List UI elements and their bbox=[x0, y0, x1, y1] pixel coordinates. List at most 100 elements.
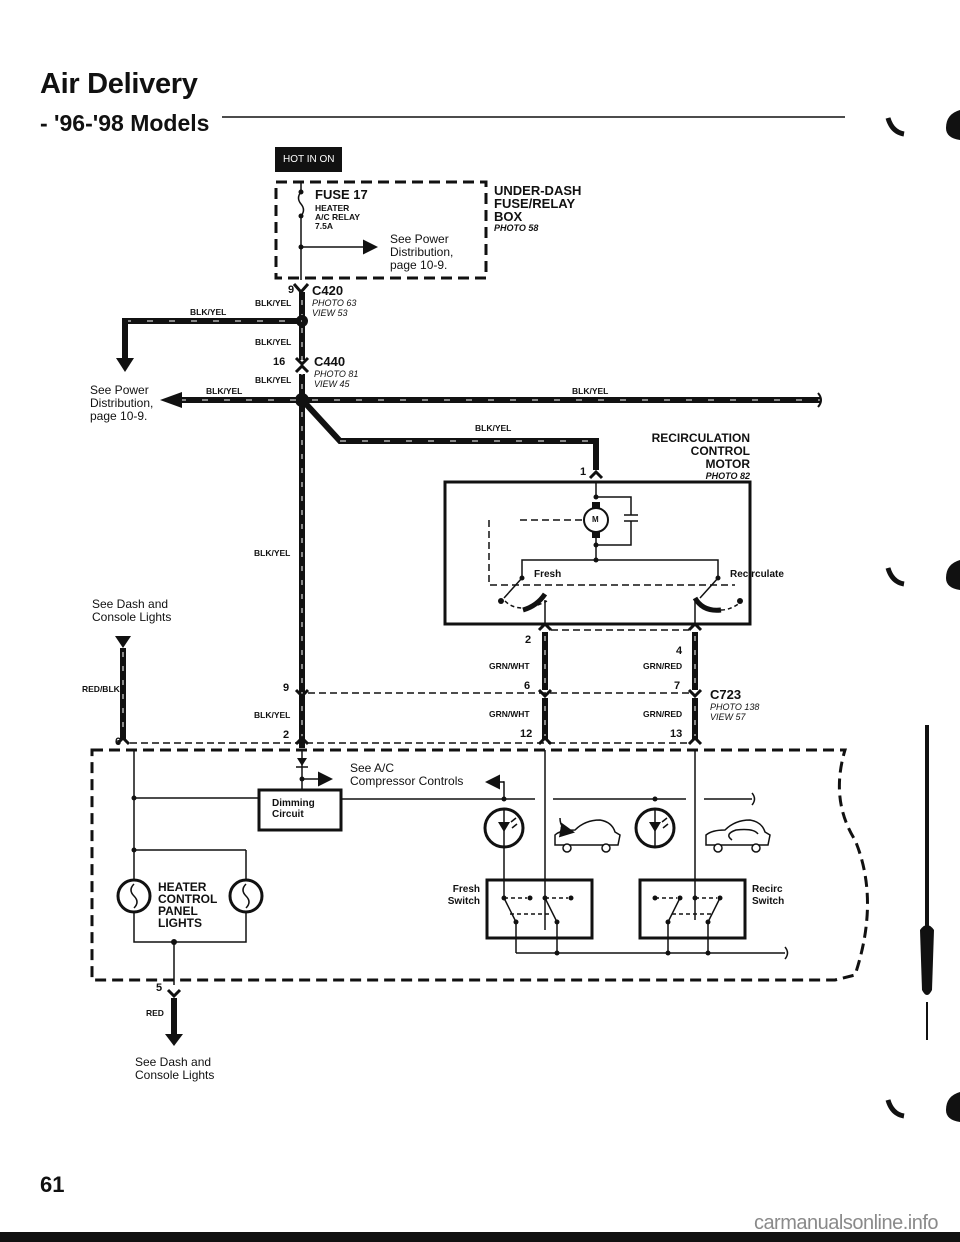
fresh-switch-label: Fresh Switch bbox=[430, 884, 480, 908]
connector-c723-view: VIEW 57 bbox=[710, 712, 746, 722]
switch-line: Switch bbox=[447, 896, 480, 907]
wire-label: GRN/RED bbox=[643, 709, 683, 719]
lights-line: PANEL bbox=[158, 904, 198, 918]
connector-c723-photo: PHOTO 138 bbox=[710, 702, 760, 712]
connector-c420-view: VIEW 53 bbox=[312, 308, 348, 318]
fresh-switch-box bbox=[485, 878, 594, 940]
ref-line: Distribution, bbox=[390, 245, 454, 259]
ref-line: Console Lights bbox=[135, 1068, 215, 1082]
wire-label: GRN/WHT bbox=[489, 709, 530, 719]
wire-red-blk bbox=[115, 636, 131, 746]
ref-line: See Dash and bbox=[92, 597, 169, 611]
wire-label: RED/BLK bbox=[82, 684, 120, 694]
ref-line: Distribution, bbox=[90, 396, 154, 410]
control-panel-outline bbox=[90, 748, 869, 982]
recirc-switch-label: Recirc Switch bbox=[752, 884, 784, 908]
fuse-desc-line: HEATER bbox=[315, 203, 350, 213]
wire-grn-red bbox=[687, 621, 703, 746]
power-distribution-ref: See Power Distribution, page 10-9. bbox=[90, 384, 153, 423]
connector-c420-photo: PHOTO 63 bbox=[312, 298, 357, 308]
watermark: carmanualsonline.info bbox=[753, 1212, 939, 1234]
panel-lights-label: HEATER CONTROL PANEL LIGHTS bbox=[158, 881, 217, 929]
ref-line: Console Lights bbox=[92, 610, 172, 624]
fuse-name: FUSE 17 bbox=[315, 187, 368, 202]
wire-label: RED bbox=[146, 1008, 164, 1018]
ac-compressor-ref: See A/C Compressor Controls bbox=[350, 762, 463, 788]
dash-lights-ref-bottom: See Dash and Console Lights bbox=[135, 1056, 214, 1082]
switch-line: Recirc bbox=[752, 884, 783, 895]
wire-blk-yel-motor bbox=[303, 401, 604, 480]
ref-line: See Dash and bbox=[135, 1055, 212, 1069]
fuse-description: HEATER A/C RELAY 7.5A bbox=[315, 204, 360, 231]
pin-c420: 9 bbox=[288, 284, 295, 296]
motor-photo-ref: PHOTO 82 bbox=[705, 471, 750, 481]
dimming-line: Dimming bbox=[272, 798, 315, 809]
lights-line: HEATER bbox=[158, 880, 207, 894]
bottom-bar bbox=[0, 1232, 960, 1242]
box-line: FUSE/RELAY bbox=[494, 196, 576, 211]
pin-4: 4 bbox=[676, 645, 683, 657]
motor-label-line: CONTROL bbox=[690, 444, 750, 458]
page-title: Air Delivery bbox=[40, 68, 198, 100]
connector-c440-name: C440 bbox=[314, 354, 346, 369]
connector-c440-icon bbox=[294, 356, 310, 374]
pin-bottom5: 5 bbox=[156, 982, 163, 994]
pin-left2: 2 bbox=[283, 729, 290, 741]
pin-2: 2 bbox=[525, 634, 532, 646]
wire-label: BLK/YEL bbox=[255, 337, 292, 347]
motor-label-line: MOTOR bbox=[705, 457, 750, 471]
pin-left9: 9 bbox=[283, 682, 290, 694]
wire-label: BLK/YEL bbox=[254, 710, 291, 720]
box-line: BOX bbox=[494, 209, 523, 224]
fuse-box-outline bbox=[274, 180, 488, 280]
switch-line: Fresh bbox=[452, 884, 480, 895]
wire-blk-yel-branch-upper bbox=[116, 318, 302, 372]
led-fresh-icon bbox=[483, 807, 525, 849]
fuse-desc-line: A/C RELAY bbox=[315, 212, 361, 222]
page-subtitle: - '96-'98 Models bbox=[40, 110, 210, 136]
ref-line: Compressor Controls bbox=[350, 774, 464, 788]
pin-c440: 16 bbox=[273, 356, 286, 368]
wire-label: BLK/YEL bbox=[255, 375, 292, 385]
cam-fresh-icon bbox=[522, 592, 548, 613]
connector-c440-view: VIEW 45 bbox=[314, 379, 350, 389]
wire-label: BLK/YEL bbox=[475, 423, 512, 433]
motor-label: RECIRCULATION CONTROL MOTOR PHOTO 82 bbox=[640, 431, 750, 482]
motor-label-line: RECIRCULATION bbox=[651, 431, 750, 445]
cam-recirc-icon bbox=[692, 596, 722, 613]
wire-label: BLK/YEL bbox=[206, 386, 243, 396]
connector-c440-photo: PHOTO 81 bbox=[314, 369, 359, 379]
switch-line: Switch bbox=[752, 896, 785, 907]
ref-line: See A/C bbox=[350, 761, 395, 775]
motor-fresh-label: Fresh bbox=[534, 569, 562, 580]
pin-6: 6 bbox=[524, 680, 531, 692]
dash-lights-ref-top: See Dash and Console Lights bbox=[92, 598, 171, 624]
pin-13: 13 bbox=[670, 728, 683, 740]
wire-blk-yel-branch-right bbox=[302, 392, 822, 408]
fuse-box-label: UNDER-DASH FUSE/RELAY BOX PHOTO 58 bbox=[494, 184, 581, 233]
pin-left6: 6 bbox=[115, 736, 122, 748]
hot-in-on-badge: HOT IN ON bbox=[275, 147, 343, 172]
dimming-circuit-label: Dimming Circuit bbox=[272, 798, 315, 820]
wire-label: BLK/YEL bbox=[572, 386, 609, 396]
car-recirc-icon bbox=[705, 819, 771, 853]
ref-line: page 10-9. bbox=[390, 258, 448, 272]
car-fresh-air-icon bbox=[554, 817, 621, 853]
wire-label: BLK/YEL bbox=[190, 307, 227, 317]
motor-recirc-label: Recirculate bbox=[730, 569, 784, 580]
lights-line: CONTROL bbox=[158, 892, 218, 906]
wire-red bbox=[165, 988, 183, 1046]
wire-label: BLK/YEL bbox=[255, 298, 292, 308]
lights-line: LIGHTS bbox=[158, 916, 202, 930]
panel-light-right-icon bbox=[228, 878, 264, 914]
panel-light-left-icon bbox=[116, 878, 152, 914]
pin-motor: 1 bbox=[580, 466, 587, 478]
pin-7: 7 bbox=[674, 680, 681, 692]
wire-label: BLK/YEL bbox=[254, 548, 291, 558]
wire-grn-wht bbox=[537, 621, 553, 746]
ref-line: See Power bbox=[90, 383, 149, 397]
dimming-circuit-box bbox=[257, 788, 343, 832]
dimming-line: Circuit bbox=[272, 809, 304, 820]
motor-symbol-label: M bbox=[592, 515, 599, 524]
